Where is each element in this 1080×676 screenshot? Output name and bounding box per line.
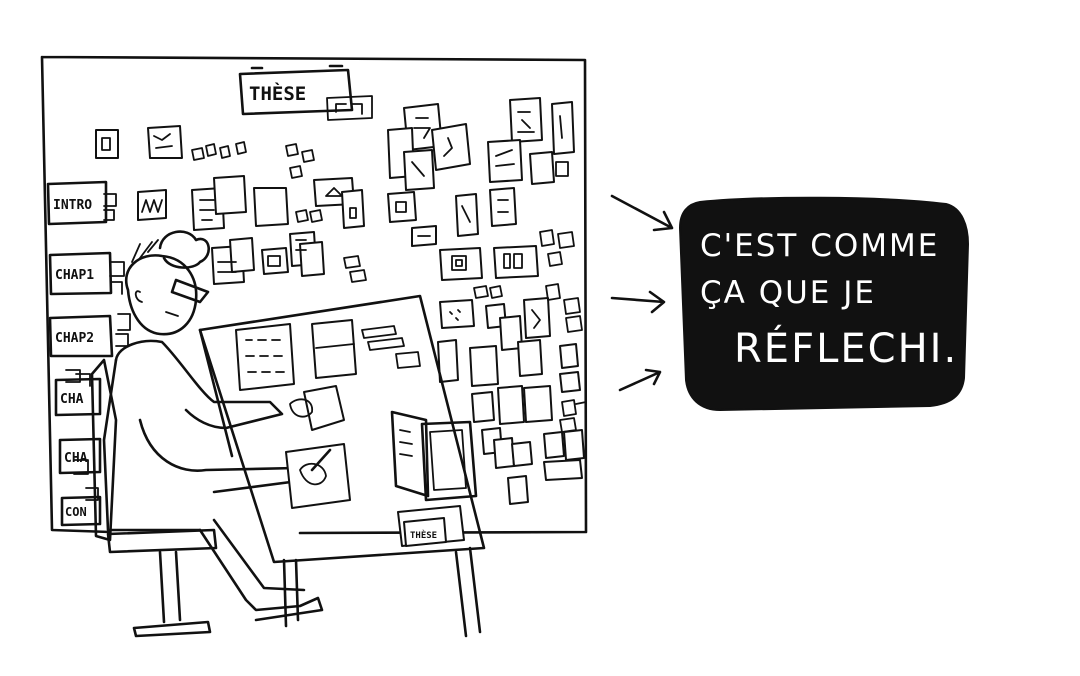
chapter-label-chap1: CHAP1	[55, 268, 94, 283]
chapter-label-chap2: CHAP2	[55, 331, 94, 346]
arrows	[610, 194, 674, 392]
pinned-notes	[95, 97, 587, 505]
table-note-text: THÈSE	[410, 529, 437, 541]
thesis-title-card: THÈSE	[238, 64, 373, 121]
chapter-label-conclusion: CON	[65, 505, 87, 519]
chapter-label-intro: INTRO	[53, 198, 92, 213]
bubble-line-2: ÇA QUE JE	[700, 275, 876, 311]
thesis-title-text: THÈSE	[249, 82, 306, 105]
chapter-label-chap3: CHA	[60, 392, 84, 407]
bubble-line-1: C'EST COMME	[700, 228, 939, 264]
bubble-line-3: RÉFLECHI.	[734, 324, 958, 372]
arrow-right-icon	[610, 194, 674, 232]
chapter-labels: INTRO CHAP1 CHAP2 CHA CHA CON	[46, 180, 131, 527]
arrow-right-icon	[618, 368, 662, 392]
drafting-table: THÈSE	[198, 294, 486, 638]
chapter-label-chap4: CHA	[64, 451, 88, 466]
thought-bubble-background	[678, 196, 970, 412]
thought-bubble: C'EST COMME ÇA QUE JE RÉFLECHI.	[678, 196, 970, 412]
arrow-right-icon	[610, 290, 666, 314]
person-thinking	[90, 230, 351, 638]
